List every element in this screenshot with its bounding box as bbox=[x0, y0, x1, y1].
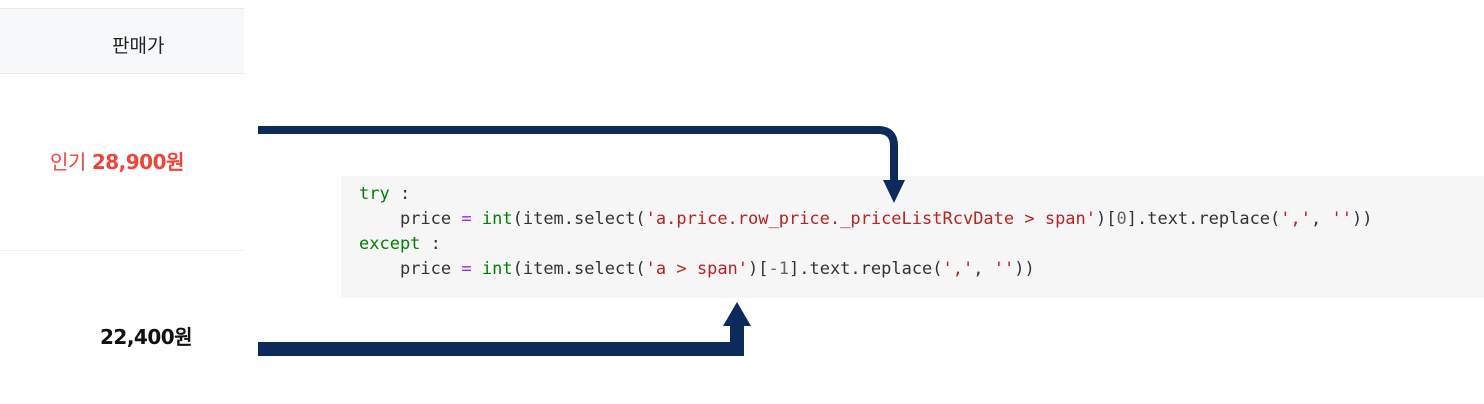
code-number: 0 bbox=[1116, 209, 1127, 229]
code-bracket: )[ bbox=[748, 259, 769, 279]
code-close: )) bbox=[1014, 259, 1035, 279]
code-colon: : bbox=[420, 234, 441, 254]
code-builtin: int bbox=[481, 259, 513, 279]
code-operator: = bbox=[461, 209, 472, 229]
code-builtin: int bbox=[481, 209, 513, 229]
code-indent bbox=[359, 259, 400, 279]
code-text: try : price = int(item.select('a.price.r… bbox=[359, 182, 1372, 282]
code-method: ].text.replace( bbox=[1126, 209, 1281, 229]
code-close: )) bbox=[1351, 209, 1373, 229]
code-string: ',' bbox=[942, 259, 974, 279]
row-divider bbox=[0, 250, 244, 251]
code-block: try : price = int(item.select('a.price.r… bbox=[341, 176, 1484, 298]
code-operator: = bbox=[461, 259, 472, 279]
code-var: price bbox=[399, 259, 452, 279]
code-keyword-try: try bbox=[359, 184, 390, 204]
code-string: '' bbox=[1331, 209, 1352, 229]
code-method: ].text.replace( bbox=[789, 259, 943, 279]
code-string: ',' bbox=[1280, 209, 1311, 229]
arrow-bottom-connector bbox=[258, 322, 744, 356]
code-bracket: )[ bbox=[1096, 209, 1117, 229]
code-keyword-except: except bbox=[359, 234, 421, 254]
popular-price-value: 28,900원 bbox=[91, 150, 185, 174]
code-call: (item.select( bbox=[512, 209, 646, 229]
code-comma: , bbox=[1311, 209, 1332, 229]
code-string: 'a.price.row_price._priceListRcvDate > s… bbox=[645, 209, 1097, 229]
code-var: price bbox=[399, 209, 452, 229]
popular-badge: 인기 bbox=[50, 150, 86, 174]
code-call: (item.select( bbox=[512, 259, 646, 279]
code-string: 'a > span' bbox=[645, 259, 749, 279]
regular-price-value: 22,400원 bbox=[100, 325, 193, 349]
header-label: 판매가 bbox=[112, 35, 165, 57]
regular-price: 22,400원 bbox=[100, 321, 193, 350]
code-indent bbox=[359, 209, 400, 229]
table-header: 판매가 bbox=[0, 8, 244, 74]
code-number: -1 bbox=[768, 259, 789, 279]
arrow-bottom-head bbox=[723, 302, 751, 326]
code-comma: , bbox=[973, 259, 994, 279]
code-string: '' bbox=[993, 259, 1015, 279]
code-colon: : bbox=[389, 184, 411, 204]
